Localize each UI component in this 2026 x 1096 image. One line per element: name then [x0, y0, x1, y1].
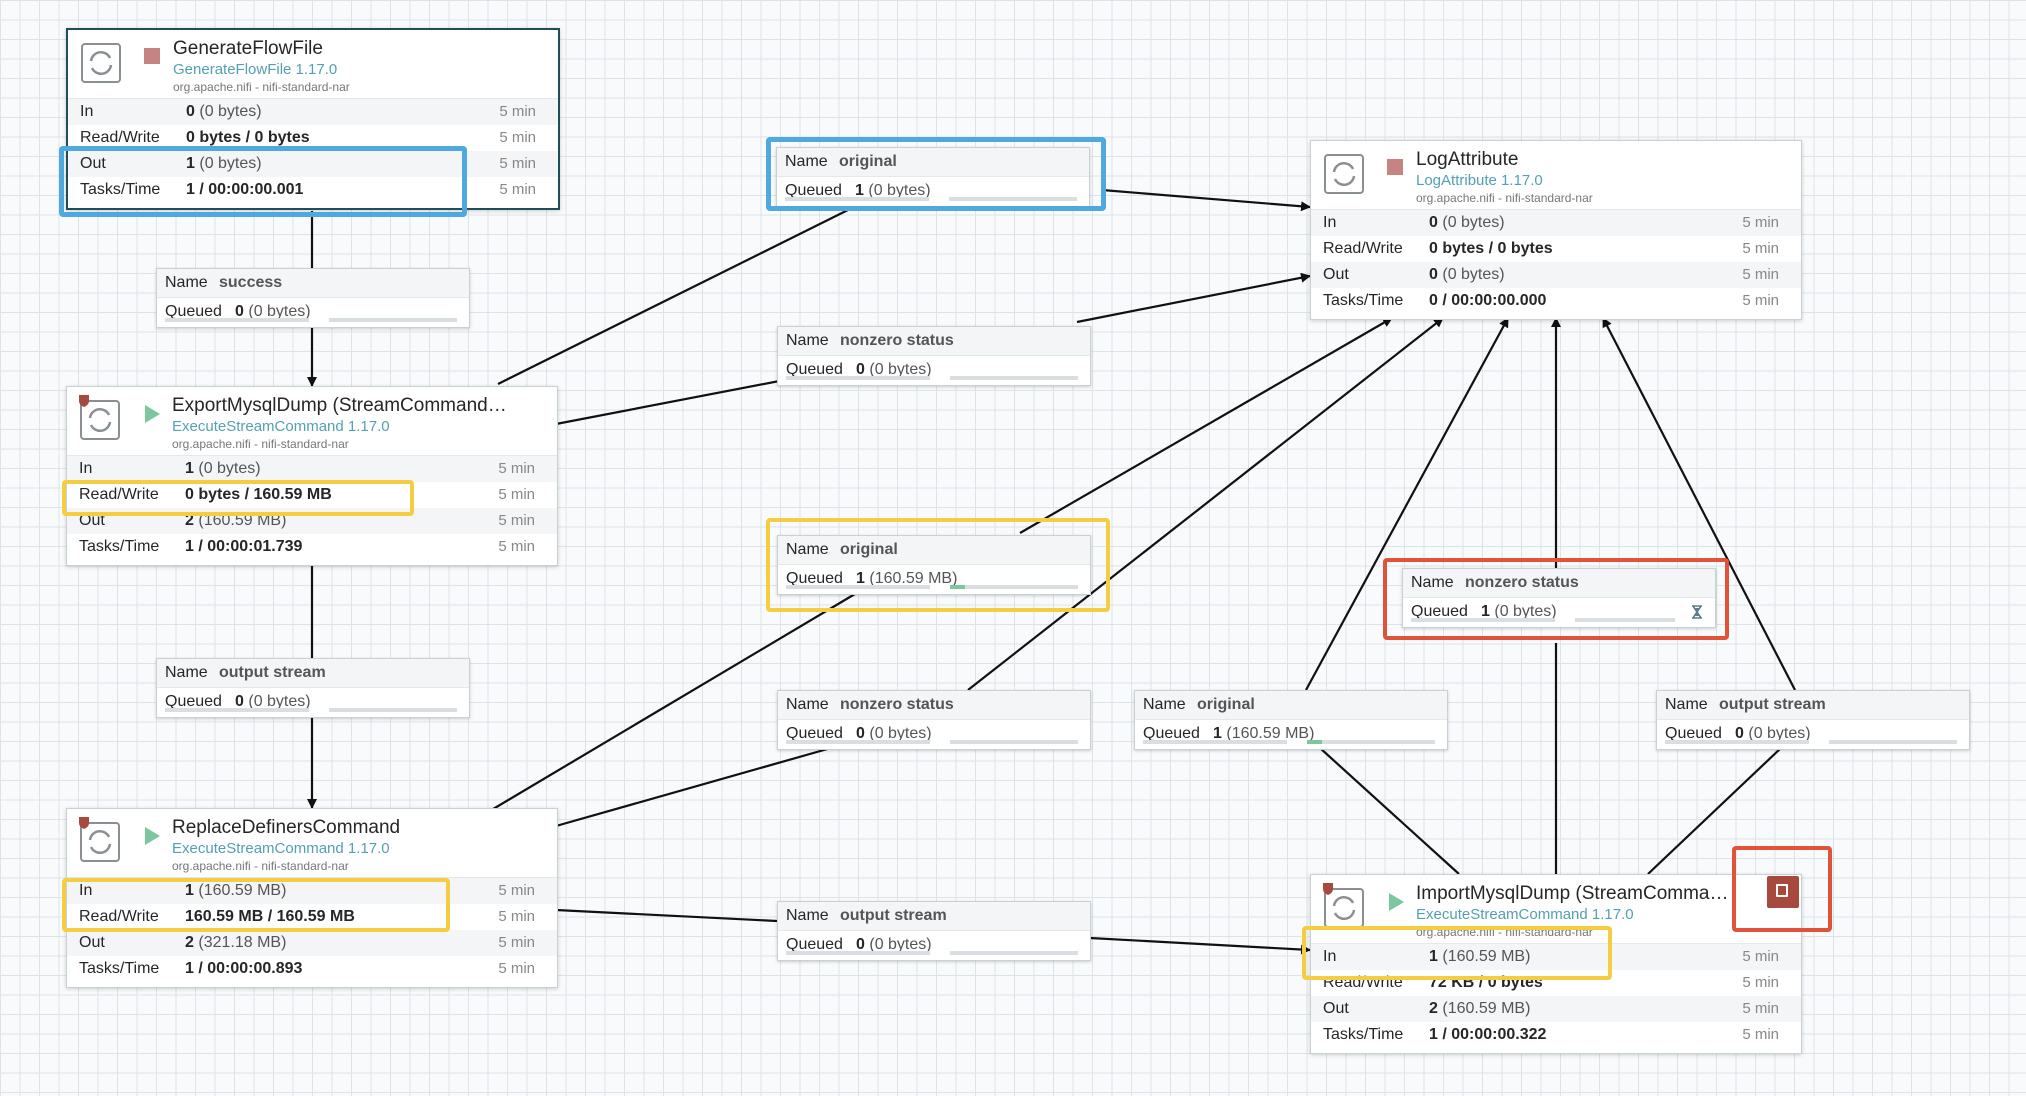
link-exp-nonzero-1 — [555, 376, 796, 426]
link-exp-original-2 — [1019, 317, 1393, 534]
link-gen-original-2 — [1101, 188, 1311, 212]
link-rep-nonzero-2 — [967, 317, 1444, 691]
processor-name: ReplaceDefinersCommand — [172, 817, 401, 838]
processor-bundle: org.apache.nifi - nifi-standard-nar — [1416, 191, 1593, 205]
processor-replacedefinerscommand[interactable]: ReplaceDefinersCommand ExecuteStreamComm… — [66, 808, 558, 988]
link-rep-output-2 — [1089, 936, 1311, 955]
stop-icon[interactable] — [1387, 159, 1403, 175]
link-rep-nonzero-1 — [555, 744, 839, 828]
link-imp-output-1 — [1647, 747, 1782, 875]
stop-icon[interactable] — [144, 48, 160, 64]
link-exp-nonzero-2 — [1076, 272, 1311, 324]
processor-bundle: org.apache.nifi - nifi-standard-nar — [173, 80, 350, 94]
link-imp-output-2 — [1602, 317, 1796, 691]
processor-type: ExecuteStreamCommand 1.17.0 — [1416, 906, 1634, 923]
processor-icon — [80, 822, 120, 862]
processor-bundle: org.apache.nifi - nifi-standard-nar — [172, 437, 349, 451]
processor-icon — [80, 400, 120, 440]
link-gen-original-1 — [497, 204, 859, 385]
comment-icon[interactable] — [1767, 876, 1799, 908]
processor-importmysqldump[interactable]: ImportMysqlDump (StreamComma… ExecuteStr… — [1310, 874, 1802, 1054]
processor-type: ExecuteStreamCommand 1.17.0 — [172, 418, 390, 435]
processor-name: LogAttribute — [1416, 149, 1519, 170]
restricted-icon — [79, 817, 89, 829]
processor-logattribute[interactable]: LogAttribute LogAttribute 1.17.0 org.apa… — [1310, 140, 1802, 320]
restricted-icon — [79, 395, 89, 407]
processor-type: GenerateFlowFile 1.17.0 — [173, 61, 338, 78]
processor-name: GenerateFlowFile — [173, 38, 323, 59]
link-imp-original-2 — [1305, 317, 1509, 691]
processor-name: ExportMysqlDump (StreamCommand… — [172, 395, 507, 416]
link-imp-original-1 — [1319, 747, 1460, 875]
link-exp-original-1 — [477, 590, 861, 819]
processor-generateflowfile[interactable]: GenerateFlowFile GenerateFlowFile 1.17.0… — [66, 28, 560, 210]
processor-bundle: org.apache.nifi - nifi-standard-nar — [1416, 925, 1593, 939]
processor-name: ImportMysqlDump (StreamComma… — [1416, 883, 1729, 904]
hourglass-icon — [1692, 605, 1702, 619]
processor-icon — [1324, 888, 1364, 928]
processor-type: ExecuteStreamCommand 1.17.0 — [172, 840, 390, 857]
processor-type: LogAttribute 1.17.0 — [1416, 172, 1543, 189]
play-icon[interactable] — [1389, 893, 1404, 911]
processor-bundle: org.apache.nifi - nifi-standard-nar — [172, 859, 349, 873]
processor-exportmysqldump[interactable]: ExportMysqlDump (StreamCommand… ExecuteS… — [66, 386, 558, 566]
processor-icon — [81, 43, 121, 83]
restricted-icon — [1323, 883, 1333, 895]
play-icon[interactable] — [145, 827, 160, 845]
processor-icon — [1324, 154, 1364, 194]
play-icon[interactable] — [145, 405, 160, 423]
link-rep-output-1 — [555, 908, 778, 923]
